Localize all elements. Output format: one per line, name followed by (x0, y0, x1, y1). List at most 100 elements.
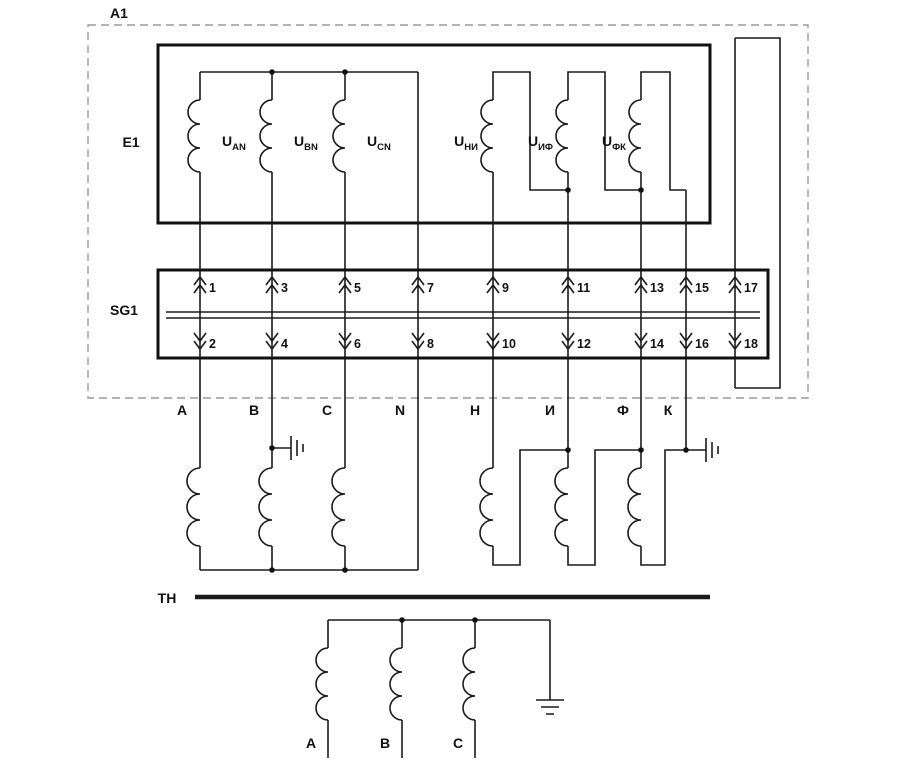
terminal-number: 16 (695, 337, 709, 351)
junction-dot (269, 567, 275, 573)
junction-dots (269, 69, 689, 623)
connector-chevron-icon (265, 332, 279, 351)
coil-label: UФК (602, 133, 626, 153)
terminal-number: 6 (354, 337, 361, 351)
lower-winding-group (186, 436, 719, 571)
wire (640, 449, 686, 566)
sg1-label: SG1 (110, 302, 138, 318)
sg1-block: SG1 1 2 3 4 5 6 7 8 9 (110, 268, 770, 360)
connector-chevron-icon (265, 275, 279, 294)
sg1-terminal-pair-3-4: 3 4 (265, 275, 288, 351)
tn-phase-label-c: С (453, 735, 463, 751)
terminal-number: 18 (744, 337, 758, 351)
e1-coil-uif: UИФ (528, 71, 641, 191)
terminal-number: 11 (577, 281, 590, 295)
sg1-box (156, 268, 770, 360)
connector-chevron-icon (193, 275, 207, 294)
line-labels-row: А В С N Н И Ф К (177, 402, 673, 418)
junction-dot (638, 187, 644, 193)
e1-block: E1 UAN UBN UCN UНИ (122, 43, 712, 225)
line-label-f: Ф (617, 402, 629, 418)
a1-label: A1 (110, 5, 128, 21)
wire (640, 71, 686, 191)
line-label-h: Н (470, 402, 480, 418)
terminal-number: 15 (695, 281, 709, 295)
terminal-number: 9 (502, 281, 509, 295)
coil-winding-icon (462, 647, 476, 721)
sg1-terminal-pair-1-2: 1 2 (193, 275, 216, 351)
connector-chevron-icon (728, 275, 742, 294)
coil-winding-icon (187, 99, 201, 173)
terminal-number: 5 (354, 281, 361, 295)
tn-phase-label-a: А (306, 735, 316, 751)
terminal-number: 17 (744, 281, 758, 295)
connector-chevron-icon (561, 332, 575, 351)
coil-label: UBN (294, 133, 318, 153)
e1-coil-ubn: UBN (259, 72, 318, 173)
ground-icon (536, 699, 564, 715)
ground-icon (290, 436, 304, 460)
coil-winding-icon (315, 647, 329, 721)
e1-coil-ufk: UФК (602, 71, 686, 191)
line-label-b: В (249, 402, 259, 418)
coil-winding-icon (186, 467, 201, 547)
sg1-terminal-pair-9-10: 9 10 (486, 275, 516, 351)
connector-chevron-icon (634, 332, 648, 351)
junction-dot (342, 567, 348, 573)
connector-chevron-icon (486, 332, 500, 351)
sg1-terminal-pair-17-18: 17 18 (728, 275, 758, 351)
sg1-terminal-pair-5-6: 5 6 (338, 275, 361, 351)
connector-chevron-icon (411, 275, 425, 294)
coil-winding-icon (554, 467, 569, 547)
junction-dot (565, 187, 571, 193)
connector-chevron-icon (411, 332, 425, 351)
connector-chevron-icon (634, 275, 648, 294)
terminal-number: 4 (281, 337, 288, 351)
coil-winding-icon (389, 647, 403, 721)
line-label-i: И (545, 402, 555, 418)
connector-chevron-icon (486, 275, 500, 294)
terminal-number: 13 (650, 281, 664, 295)
terminal-number: 8 (427, 337, 434, 351)
a1-enclosure: A1 (87, 5, 809, 399)
e1-coil-uni: UНИ (454, 71, 568, 191)
junction-dot (683, 447, 689, 453)
coil-label: UИФ (528, 133, 553, 153)
terminal-number: 14 (650, 337, 664, 351)
connector-chevron-icon (679, 275, 693, 294)
junction-dot (399, 617, 405, 623)
coil-winding-icon (259, 99, 273, 173)
line-label-a: А (177, 402, 187, 418)
e1-coil-ucn: UCN (332, 72, 391, 173)
e1-coil-uan: UAN (187, 72, 246, 173)
ground-icon (705, 438, 719, 462)
connector-chevron-icon (193, 332, 207, 351)
terminal-number: 1 (209, 281, 216, 295)
junction-dot (638, 447, 644, 453)
terminal-number: 3 (281, 281, 288, 295)
terminal-number: 10 (502, 337, 516, 351)
connector-chevron-icon (338, 275, 352, 294)
b-line-ground (272, 436, 304, 460)
tn-neutral-ground (536, 620, 564, 715)
line-label-n: N (395, 402, 405, 418)
junction-dot (269, 445, 275, 451)
sg1-terminal-pair-13-14: 13 14 (634, 275, 664, 351)
wire (567, 71, 641, 191)
connector-chevron-icon (679, 332, 693, 351)
wire-shield-loop (735, 37, 781, 389)
wire (492, 71, 568, 191)
coil-label: UCN (367, 133, 391, 153)
coil-winding-icon (331, 467, 346, 547)
line-label-c: С (322, 402, 332, 418)
connector-chevron-icon (728, 332, 742, 351)
coil-winding-icon (555, 99, 569, 173)
tn-phase-label-b: В (380, 735, 390, 751)
junction-dot (472, 617, 478, 623)
e1-box (156, 43, 712, 225)
coil-winding-icon (480, 99, 494, 173)
coil-label: UНИ (454, 133, 478, 153)
terminal-number: 12 (577, 337, 591, 351)
